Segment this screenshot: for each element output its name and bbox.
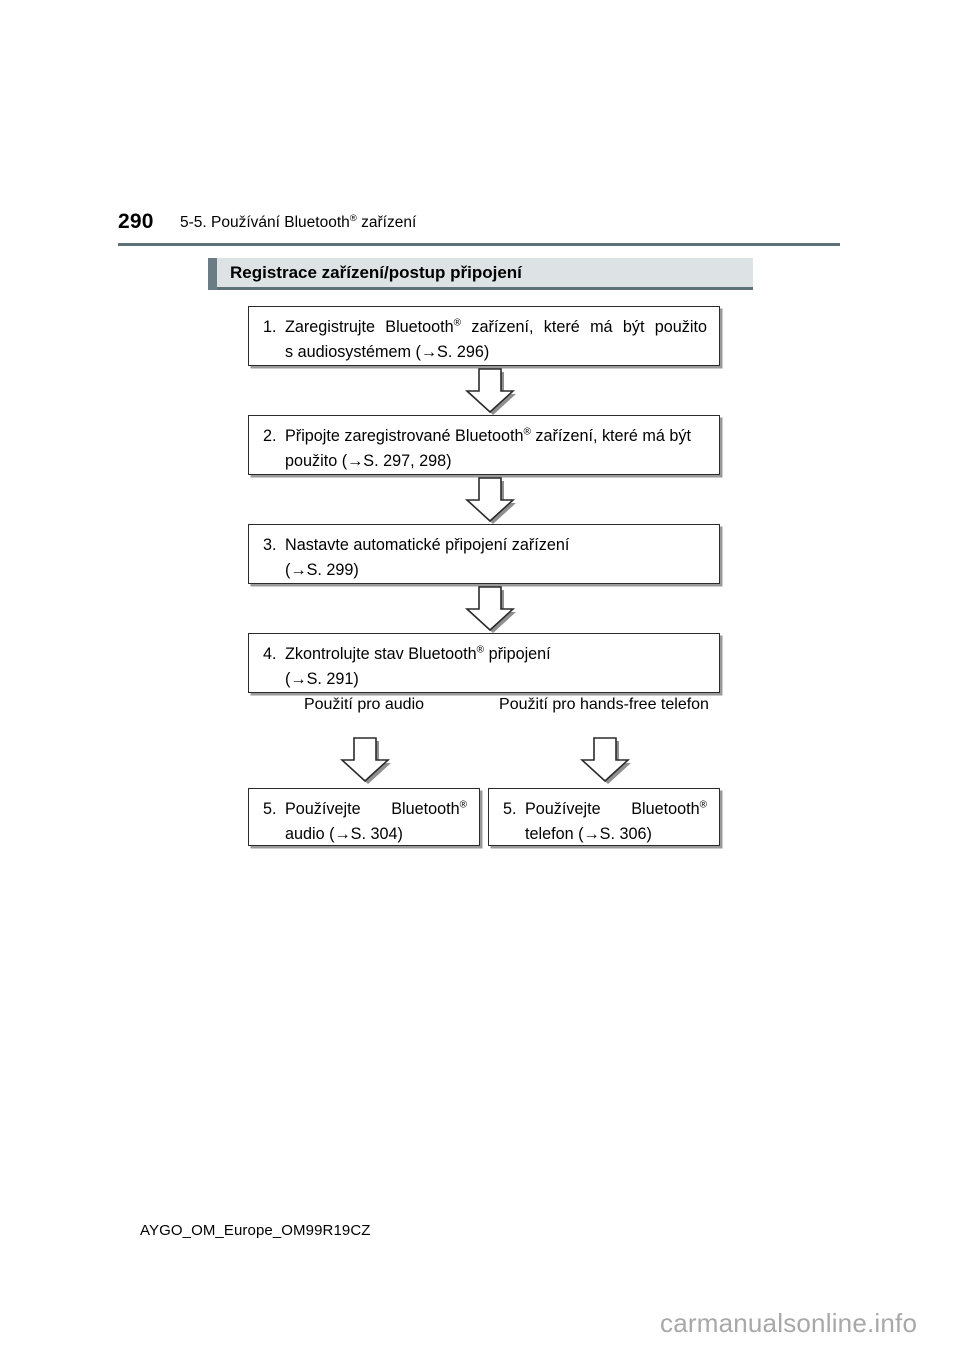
page-number: 290	[118, 210, 154, 233]
flow-step-2-number: 2.	[263, 427, 277, 445]
flow-step-5-audio-box: 5. Používejte Bluetooth® audio (→S. 304)	[248, 788, 480, 846]
registered-mark-icon: ®	[459, 799, 467, 811]
header-divider	[118, 243, 840, 246]
flow-step-5-audio-line-2: audio (→S. 304)	[285, 825, 403, 843]
registered-mark-icon: ®	[523, 426, 531, 438]
flow-step-5-phone-line-1: 5. Používejte Bluetooth®	[503, 797, 707, 822]
flow-step-5-phone-number: 5.	[503, 800, 517, 818]
flow-step-5-audio-line-1: 5. Používejte Bluetooth®	[263, 797, 467, 822]
flow-step-5-audio-word-1: Používejte	[285, 800, 361, 818]
flow-step-1-line-1: 1. Zaregistrujte Bluetooth® zařízení, kte…	[263, 315, 707, 340]
flow-step-2-line-2: použito (→S. 297, 298)	[285, 452, 452, 470]
section-header-background	[217, 258, 753, 290]
flow-step-2-line-1-tail: zařízení, které má být	[530, 427, 692, 445]
flow-step-2-line-1-head: Připojte zaregistrované Bluetooth	[285, 427, 524, 445]
flow-step-1-word-6: být	[622, 318, 645, 336]
flow-step-5-phone-word-1: Používejte	[525, 800, 601, 818]
branch-label-phone: Použití pro hands-free telefon	[499, 696, 709, 713]
flow-step-1-word-7: použito	[654, 318, 707, 336]
section-header: Registrace zařízení/postup připojení	[208, 258, 753, 290]
flow-arrow-3	[464, 586, 516, 633]
flow-step-1-number: 1.	[263, 318, 277, 336]
flow-step-1-word-3: zařízení,	[471, 318, 534, 336]
flow-step-3-box: 3. Nastavte automatické připojení zařízen…	[248, 524, 720, 584]
flow-step-2-line-1: 2. Připojte zaregistrované Bluetooth® zař…	[263, 424, 707, 449]
flow-step-4-number: 4.	[263, 645, 277, 663]
section-title: Registrace zařízení/postup připojení	[230, 263, 522, 282]
flow-step-1-line-2: s audiosystémem (→S. 296)	[285, 343, 490, 361]
flow-arrow-branch-phone	[579, 737, 631, 784]
flow-step-5-audio-word-2: Bluetooth	[391, 800, 460, 818]
flow-arrow-2	[464, 477, 516, 524]
flow-arrow-branch-audio	[339, 737, 391, 784]
flow-arrow-1	[464, 368, 516, 415]
flow-step-5-audio-number: 5.	[263, 800, 277, 818]
flow-step-4-box: 4. Zkontrolujte stav Bluetooth® připojení…	[248, 633, 720, 693]
flow-step-5-phone-box: 5. Používejte Bluetooth® telefon (→S. 306…	[488, 788, 720, 846]
page-header: 290 5-5. Používání Bluetooth® zařízení	[118, 210, 842, 242]
flow-step-5-phone-word-2: Bluetooth	[631, 800, 700, 818]
document-code: AYGO_OM_Europe_OM99R19CZ	[140, 1222, 371, 1239]
registered-mark-icon: ®	[349, 212, 357, 224]
registered-mark-icon: ®	[476, 644, 485, 656]
chapter-title-prefix: 5-5. Používání Bluetooth	[180, 214, 350, 231]
flow-step-5-audio-text: 5. Používejte Bluetooth® audio (→S. 304)	[263, 797, 467, 847]
flow-step-1-word-5: má	[590, 318, 613, 336]
flow-step-1-word-4: které	[543, 318, 580, 336]
chapter-title: 5-5. Používání Bluetooth® zařízení	[180, 214, 416, 232]
flow-step-3-number: 3.	[263, 536, 277, 554]
registered-mark-icon: ®	[453, 317, 462, 329]
flow-step-2-box: 2. Připojte zaregistrované Bluetooth® zař…	[248, 415, 720, 475]
registered-mark-icon: ®	[699, 799, 707, 811]
flow-step-4-line-2: (→S. 291)	[285, 670, 359, 688]
flow-step-1-word-2: Bluetooth	[385, 318, 454, 336]
flow-step-4-text: 4. Zkontrolujte stav Bluetooth® připojení…	[263, 642, 707, 692]
flow-step-1-box: 1. Zaregistrujte Bluetooth® zařízení, kte…	[248, 306, 720, 366]
flow-step-4-line-1: 4. Zkontrolujte stav Bluetooth® připojení	[263, 642, 707, 667]
branch-label-audio: Použití pro audio	[303, 696, 425, 713]
section-accent-bar	[208, 258, 217, 290]
flow-step-2-text: 2. Připojte zaregistrované Bluetooth® zař…	[263, 424, 707, 474]
watermark: carmanualsonline.info	[660, 1308, 918, 1338]
chapter-title-suffix: zařízení	[356, 214, 417, 231]
flow-step-3-text: 3. Nastavte automatické připojení zařízen…	[263, 533, 707, 583]
flow-step-3-line-1: 3. Nastavte automatické připojení zařízen…	[263, 533, 707, 558]
flow-step-4-line-1-tail: připojení	[484, 645, 551, 663]
flow-step-1-word-1: Zaregistrujte	[285, 318, 375, 336]
flow-step-1-text: 1. Zaregistrujte Bluetooth® zařízení, kte…	[263, 315, 707, 365]
flow-step-4-line-1-head: Zkontrolujte stav Bluetooth	[285, 645, 477, 663]
flow-step-5-phone-line-2: telefon (→S. 306)	[525, 825, 652, 843]
flow-step-3-line-2: (→S. 299)	[285, 561, 359, 579]
flow-step-5-phone-text: 5. Používejte Bluetooth® telefon (→S. 306…	[503, 797, 707, 847]
flow-step-3-line-1-text: Nastavte automatické připojení zařízení	[285, 536, 570, 554]
